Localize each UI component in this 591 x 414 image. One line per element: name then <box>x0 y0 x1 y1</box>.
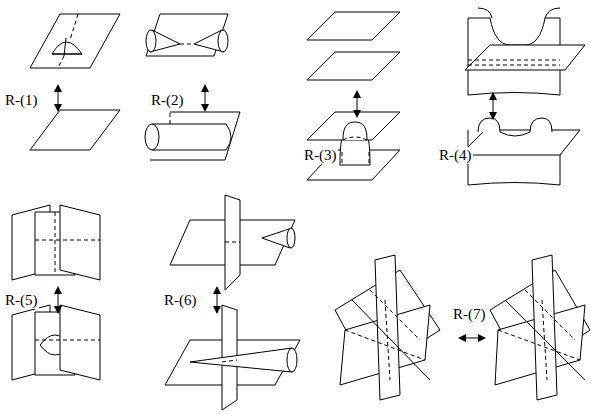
move-label: R-(5) <box>4 292 39 309</box>
move-label: R-(4) <box>438 147 473 164</box>
move-label: R-(1) <box>4 92 39 109</box>
move-label: R-(3) <box>303 147 338 164</box>
move-label: R-(2) <box>150 92 185 109</box>
move-label: R-(7) <box>452 306 487 323</box>
move-label: R-(6) <box>163 292 198 309</box>
